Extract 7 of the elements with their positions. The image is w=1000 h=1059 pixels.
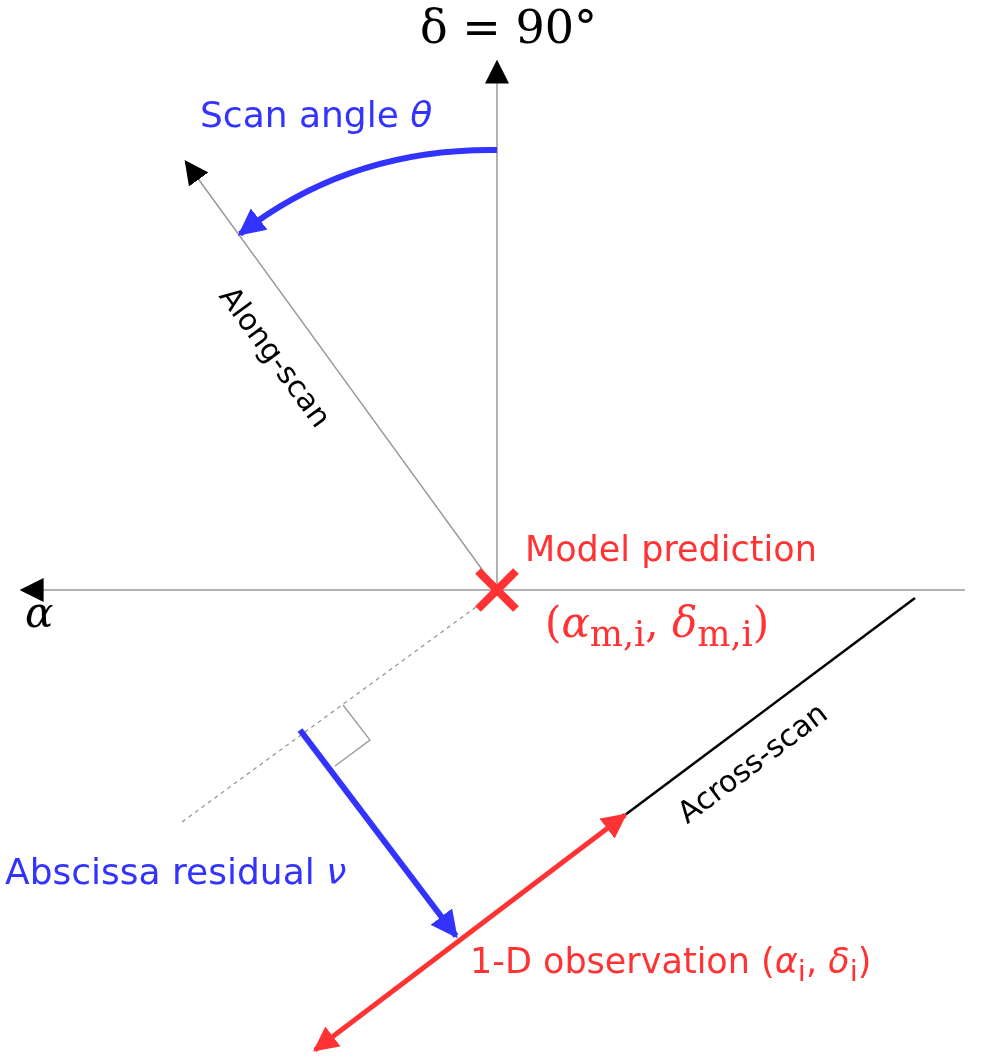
- axis-label: α: [25, 590, 54, 637]
- residual-label: Abscissa residual ν: [5, 852, 347, 892]
- observation-label: 1-D observation (α$_{i}$, δ$_{i}$): [470, 942, 872, 988]
- point-label: Model prediction: [525, 530, 817, 569]
- coordinate-label: (α$_{m,i}$, δ$_{m,i}$): [545, 600, 770, 654]
- axis-label: δ = 90°: [420, 2, 597, 53]
- angle-label: Scan angle θ: [200, 95, 433, 135]
